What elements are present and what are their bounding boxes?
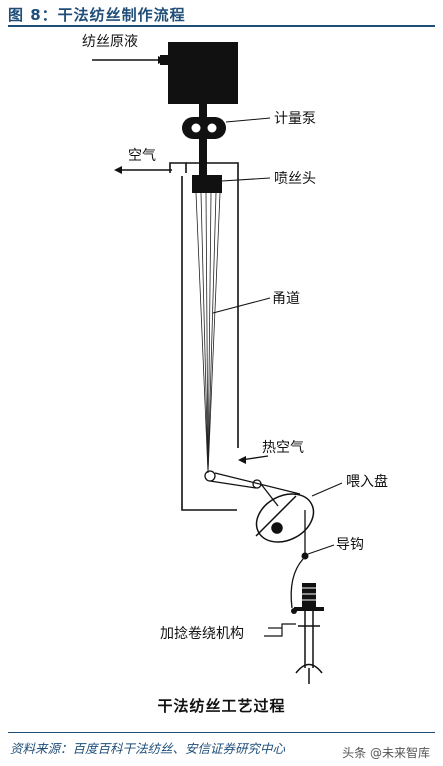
feed-roll-label: 喂入盘 xyxy=(346,473,388,490)
figure-header: 图 8：干法纺丝制作流程 xyxy=(0,0,443,27)
header-divider xyxy=(8,25,435,27)
twister-label: 加捻卷绕机构 xyxy=(160,626,244,642)
spinneret xyxy=(192,175,222,193)
spinneret-stem xyxy=(199,139,207,175)
guide-hook xyxy=(301,552,309,560)
channel-label: 甬道 xyxy=(272,291,300,307)
filaments xyxy=(195,192,221,474)
guide-label: 导钩 xyxy=(336,537,364,553)
air-label: 空气 xyxy=(128,148,156,164)
diagram-caption: 干法纺丝工艺过程 xyxy=(157,697,286,715)
thread-to-twister xyxy=(290,558,304,609)
spinneret-leader xyxy=(221,177,271,182)
solution-inlet-arrow xyxy=(92,55,170,65)
dry-spinning-diagram: 纺丝原液 计量泵 空气 喷丝头 甬道 热空气 xyxy=(82,34,388,684)
solution-label: 纺丝原液 xyxy=(82,34,138,50)
solution-tank xyxy=(168,42,238,104)
twisting-winding-mechanism xyxy=(291,583,324,684)
twister-leader xyxy=(264,623,296,637)
spinneret-label: 喷丝头 xyxy=(274,171,316,187)
feed-roll xyxy=(255,493,315,543)
spinning-channel xyxy=(169,162,239,511)
figure-title: 图 8：干法纺丝制作流程 xyxy=(8,6,186,24)
watermark: 头条 @未来智库 xyxy=(339,744,433,761)
footer-divider xyxy=(8,732,435,733)
thread-path xyxy=(204,470,301,507)
pump-label: 计量泵 xyxy=(274,111,316,127)
feed-roll-leader xyxy=(311,482,343,497)
feed-pipe xyxy=(199,104,207,118)
guide-leader xyxy=(307,544,335,555)
hot-air-label: 热空气 xyxy=(262,440,304,456)
channel-leader xyxy=(212,297,271,314)
pump-leader xyxy=(225,117,271,123)
source-note: 资料来源：百度百科干法纺丝、安信证券研究中心 xyxy=(10,741,286,756)
metering-pump xyxy=(182,117,226,139)
